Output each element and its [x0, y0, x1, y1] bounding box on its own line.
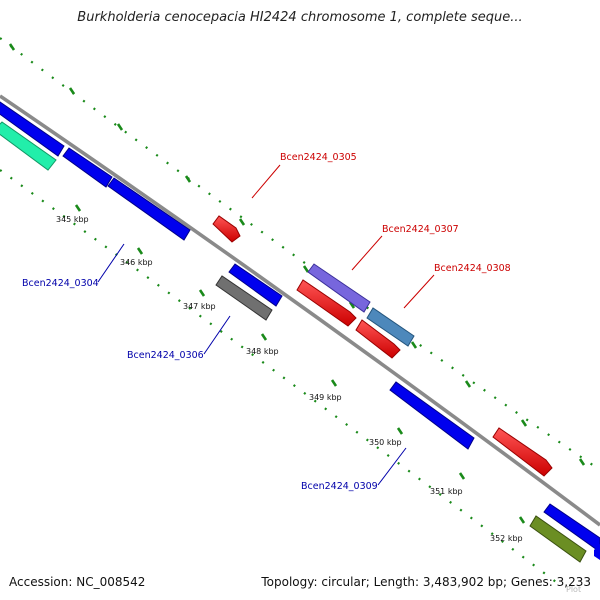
gene-label-0309[interactable]: Bcen2424_0309 — [301, 481, 378, 492]
tick-label-352: 352 kbp — [490, 534, 523, 543]
tick-label-351: 351 kbp — [430, 487, 463, 496]
gene-labels: Bcen2424_0305 Bcen2424_0307 Bcen2424_030… — [22, 152, 511, 492]
gene-blue-0309[interactable] — [389, 381, 475, 450]
gene-label-0305[interactable]: Bcen2424_0305 — [280, 152, 357, 163]
gene-blue[interactable] — [0, 101, 65, 157]
gene-steel-0308[interactable] — [366, 307, 415, 347]
scale-labels: 345 kbp 346 kbp 347 kbp 348 kbp 349 kbp … — [56, 215, 523, 543]
gene-red-0305[interactable] — [212, 215, 241, 243]
gene-red[interactable] — [355, 319, 401, 359]
gene-label-0306[interactable]: Bcen2424_0306 — [127, 350, 204, 361]
tick-label-348: 348 kbp — [246, 347, 279, 356]
gene-gray-0306[interactable] — [215, 275, 273, 321]
map-title: Burkholderia cenocepacia HI2424 chromoso… — [77, 10, 523, 25]
tick-label-350: 350 kbp — [369, 438, 402, 447]
gene-teal[interactable] — [0, 121, 57, 171]
gene-red-0307[interactable] — [296, 279, 357, 327]
gene-label-0304[interactable]: Bcen2424_0304 — [22, 278, 99, 289]
gene-blue[interactable] — [543, 503, 600, 553]
topology-summary: Topology: circular; Length: 3,483,902 bp… — [261, 575, 591, 589]
gene-purple-0307[interactable] — [307, 263, 371, 313]
forward-strand-genes — [212, 215, 553, 477]
gene-red[interactable] — [492, 427, 553, 477]
gene-blue[interactable] — [107, 177, 191, 241]
gene-label-0308[interactable]: Bcen2424_0308 — [434, 263, 511, 274]
gene-olive[interactable] — [529, 515, 587, 563]
watermark: Plot — [566, 585, 581, 594]
gene-blue[interactable] — [62, 147, 113, 188]
tick-label-346: 346 kbp — [120, 258, 153, 267]
leader-lines — [97, 164, 435, 486]
chromosome-backbone — [0, 94, 600, 527]
inner-ring-ticks — [74, 204, 526, 524]
outer-ring-ticks — [8, 43, 586, 466]
gene-blue[interactable] — [594, 544, 600, 560]
gene-blue-0306[interactable] — [228, 263, 283, 307]
outer-dotted-ring — [0, 37, 600, 471]
inner-dotted-ring — [0, 169, 561, 586]
tick-label-345: 345 kbp — [56, 215, 89, 224]
gene-label-0307[interactable]: Bcen2424_0307 — [382, 224, 459, 235]
reverse-strand-genes — [0, 101, 600, 563]
tick-label-349: 349 kbp — [309, 393, 342, 402]
accession-text: Accession: NC_008542 — [9, 575, 146, 589]
tick-label-347: 347 kbp — [183, 302, 216, 311]
